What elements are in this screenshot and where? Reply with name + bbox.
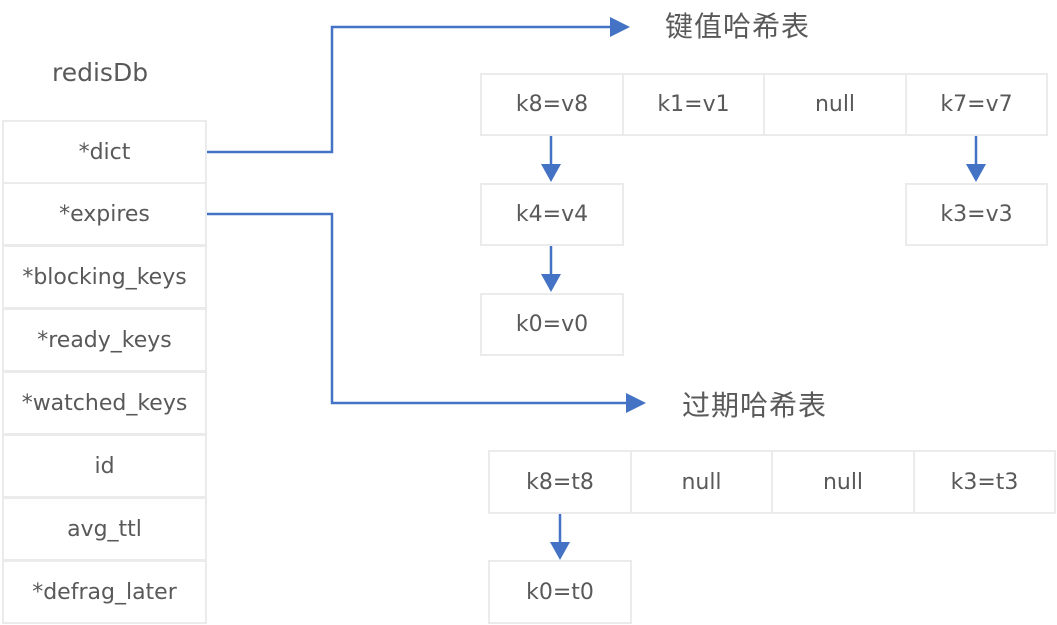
dict-pointer-arrow bbox=[207, 25, 610, 154]
expires-bucket-1: null bbox=[630, 450, 773, 514]
dict-chain-node-k3: k3=v3 bbox=[905, 183, 1048, 246]
field-expires: *expires bbox=[2, 182, 207, 246]
expires-chain-node-k0: k0=t0 bbox=[488, 560, 632, 624]
dict-table-title: 键值哈希表 bbox=[665, 10, 811, 43]
field-watched-keys: *watched_keys bbox=[2, 371, 207, 435]
expires-table-title: 过期哈希表 bbox=[682, 389, 828, 422]
chain-arrowhead-k0 bbox=[541, 274, 561, 292]
dict-chain-node-k0: k0=v0 bbox=[480, 293, 624, 356]
dict-bucket-2: null bbox=[763, 73, 907, 136]
chain-arrowhead-k0t bbox=[550, 542, 570, 560]
dict-chain-node-k4: k4=v4 bbox=[480, 183, 624, 246]
expires-bucket-3: k3=t3 bbox=[913, 450, 1056, 514]
expires-bucket-0: k8=t8 bbox=[488, 450, 632, 514]
chain-arrowhead-k3 bbox=[966, 164, 986, 182]
field-id: id bbox=[2, 434, 207, 498]
expires-arrowhead bbox=[626, 393, 646, 413]
field-defrag-later: *defrag_later bbox=[2, 560, 207, 624]
chain-arrowhead-k4 bbox=[541, 164, 561, 182]
dict-bucket-1: k1=v1 bbox=[622, 73, 765, 136]
expires-bucket-2: null bbox=[771, 450, 915, 514]
dict-arrowhead bbox=[610, 17, 630, 37]
dict-bucket-0: k8=v8 bbox=[480, 73, 624, 136]
dict-bucket-3: k7=v7 bbox=[905, 73, 1048, 136]
field-dict: *dict bbox=[2, 120, 207, 184]
redisdb-title: redisDb bbox=[52, 58, 149, 87]
expires-pointer-arrow bbox=[207, 212, 628, 405]
